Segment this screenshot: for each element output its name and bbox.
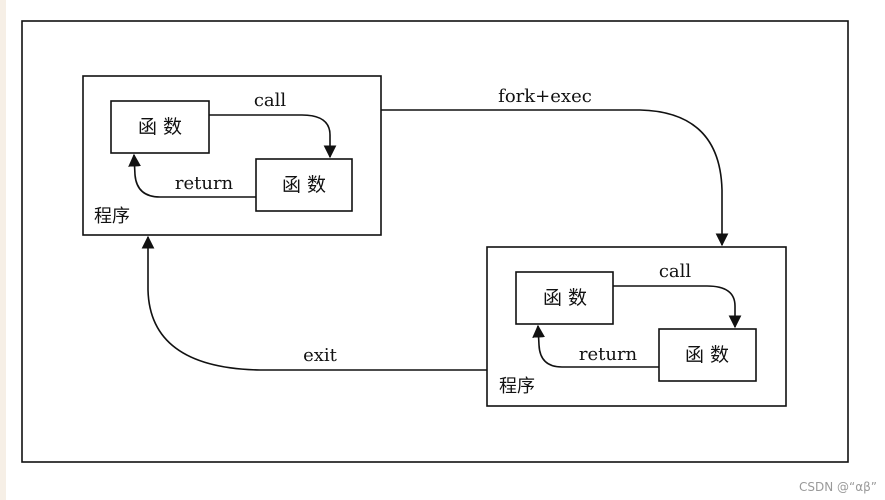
- program-b-function-top-label: 函 数: [543, 287, 587, 309]
- program-b-call-label: call: [659, 261, 692, 282]
- program-b-return-arrow: [532, 324, 659, 368]
- program-a-call-label: call: [254, 90, 287, 111]
- left-edge-strip: [0, 0, 6, 500]
- program-a-return-arrow: [128, 153, 256, 198]
- program-b-box: [486, 246, 787, 407]
- watermark: CSDN @“αβ”: [798, 480, 877, 494]
- program-a-return-label: return: [175, 173, 234, 194]
- program-b-label: 程序: [499, 376, 535, 397]
- program-a-function-top-box: [110, 100, 210, 154]
- program-a-function-top-label: 函 数: [138, 116, 182, 138]
- exit-arrow: [141, 235, 487, 371]
- program-b-call-arrow: [613, 285, 742, 329]
- program-b-return-label: return: [579, 344, 638, 365]
- program-a: 函 数 函 数 call return 程序: [82, 75, 382, 236]
- program-a-function-bottom-label: 函 数: [282, 174, 326, 196]
- fork-exec-label: fork+exec: [498, 86, 592, 107]
- fork-exec-arrow: [381, 109, 729, 247]
- program-a-call-arrow: [209, 114, 337, 159]
- program-a-label: 程序: [94, 206, 130, 227]
- program-b-function-bottom-label: 函 数: [685, 344, 729, 366]
- program-b-function-top-box: [515, 271, 614, 325]
- program-a-box: [82, 75, 382, 236]
- program-a-function-bottom-box: [255, 158, 353, 212]
- program-b: 函 数 函 数 call return 程序: [486, 246, 787, 407]
- outer-frame: [21, 20, 849, 463]
- exit-label: exit: [303, 345, 338, 366]
- program-b-function-bottom-box: [658, 328, 757, 382]
